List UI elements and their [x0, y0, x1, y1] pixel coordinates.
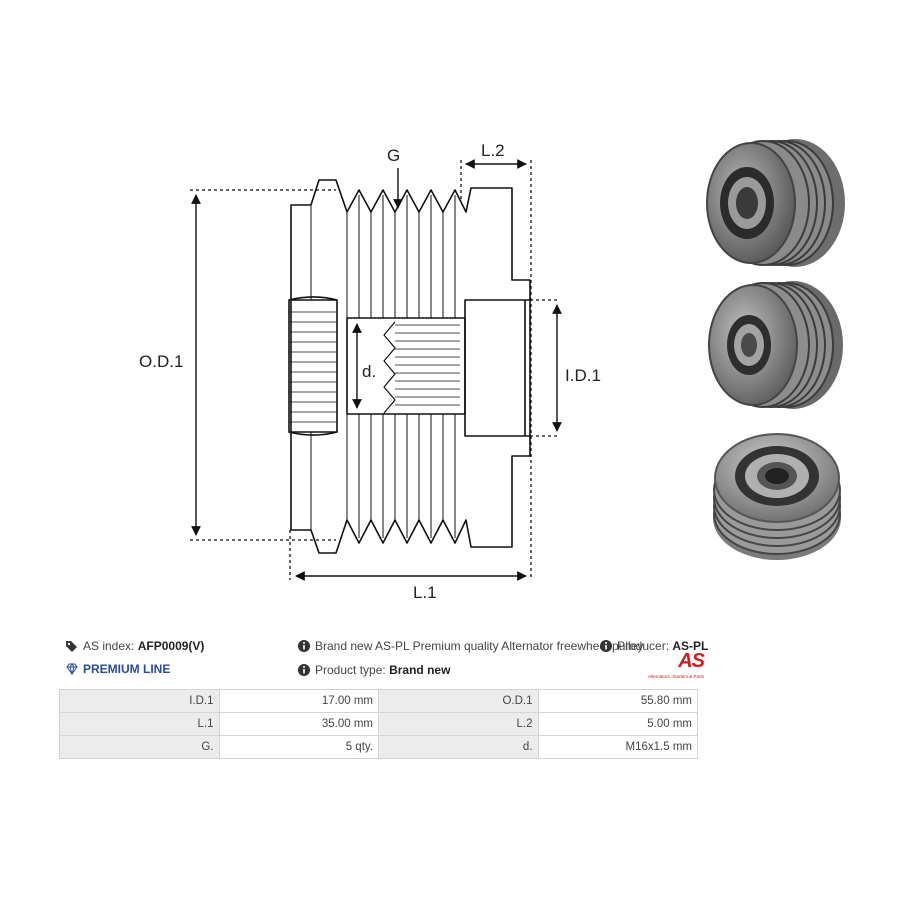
pulley-outline-upper: [290, 179, 531, 420]
product-type-label: Product type:: [315, 663, 386, 677]
premium-line-badge: PREMIUM LINE: [66, 662, 170, 676]
producer-label: Producer:: [617, 639, 670, 653]
producer: Producer: AS-PL: [600, 639, 708, 653]
pulley-photo-top: [713, 433, 841, 560]
premium-line-label: PREMIUM LINE: [83, 662, 171, 676]
spec-label: G.: [59, 735, 220, 759]
as-index-label: AS index:: [83, 639, 135, 653]
spec-table: I.D.1 17.00 mm O.D.1 55.80 mm L.1 35.00 …: [59, 689, 698, 759]
table-row: I.D.1 17.00 mm O.D.1 55.80 mm: [59, 689, 698, 713]
spec-value: 55.80 mm: [537, 689, 698, 713]
label-g: G: [387, 146, 400, 165]
spec-label: O.D.1: [378, 689, 539, 713]
label-l1: L.1: [413, 583, 437, 602]
info-icon: [298, 640, 310, 652]
spec-label: d.: [378, 735, 539, 759]
diamond-icon: [66, 663, 78, 675]
thread-profile: [383, 321, 396, 414]
label-id: I.D.1: [565, 366, 601, 385]
info-icon: [298, 664, 310, 676]
producer-value: AS-PL: [672, 639, 709, 653]
product-type-value: Brand new: [389, 663, 451, 677]
pulley-photo-angled-front: [706, 139, 845, 267]
spec-label: I.D.1: [59, 689, 220, 713]
table-row: G. 5 qty. d. M16x1.5 mm: [59, 735, 698, 759]
pulley-technical-drawing: G L.2 O.D.1 I.D.1 d. L.1: [139, 141, 601, 602]
info-icon: [600, 640, 612, 652]
right-hub: [464, 299, 531, 437]
logo-tagline: Alternators, Starters & Parts: [647, 674, 704, 679]
logo-brand: AS: [678, 650, 705, 672]
table-row: L.1 35.00 mm L.2 5.00 mm: [59, 712, 698, 736]
spec-value: 35.00 mm: [218, 712, 379, 736]
tag-icon: [66, 641, 77, 652]
spec-value: 17.00 mm: [218, 689, 379, 713]
pulley-outline-lower: [290, 420, 531, 554]
as-pl-logo: AS Alternators, Starters & Parts: [644, 650, 705, 682]
left-hub: [288, 299, 338, 433]
description: Brand new AS-PL Premium quality Alternat…: [298, 639, 643, 653]
spec-value: 5.00 mm: [537, 712, 698, 736]
label-l2: L.2: [481, 141, 505, 160]
product-type: Product type: Brand new: [298, 663, 450, 677]
pulley-photo-front: [708, 281, 843, 409]
spec-value: M16x1.5 mm: [537, 735, 698, 759]
spec-label: L.2: [378, 712, 539, 736]
description-text: Brand new AS-PL Premium quality Alternat…: [315, 639, 644, 653]
spec-label: L.1: [59, 712, 220, 736]
spec-value: 5 qty.: [218, 735, 379, 759]
label-d: d.: [362, 362, 376, 381]
as-index-value: AFP0009(V): [137, 639, 205, 653]
label-od: O.D.1: [139, 352, 183, 371]
as-index: AS index: AFP0009(V): [66, 639, 204, 653]
